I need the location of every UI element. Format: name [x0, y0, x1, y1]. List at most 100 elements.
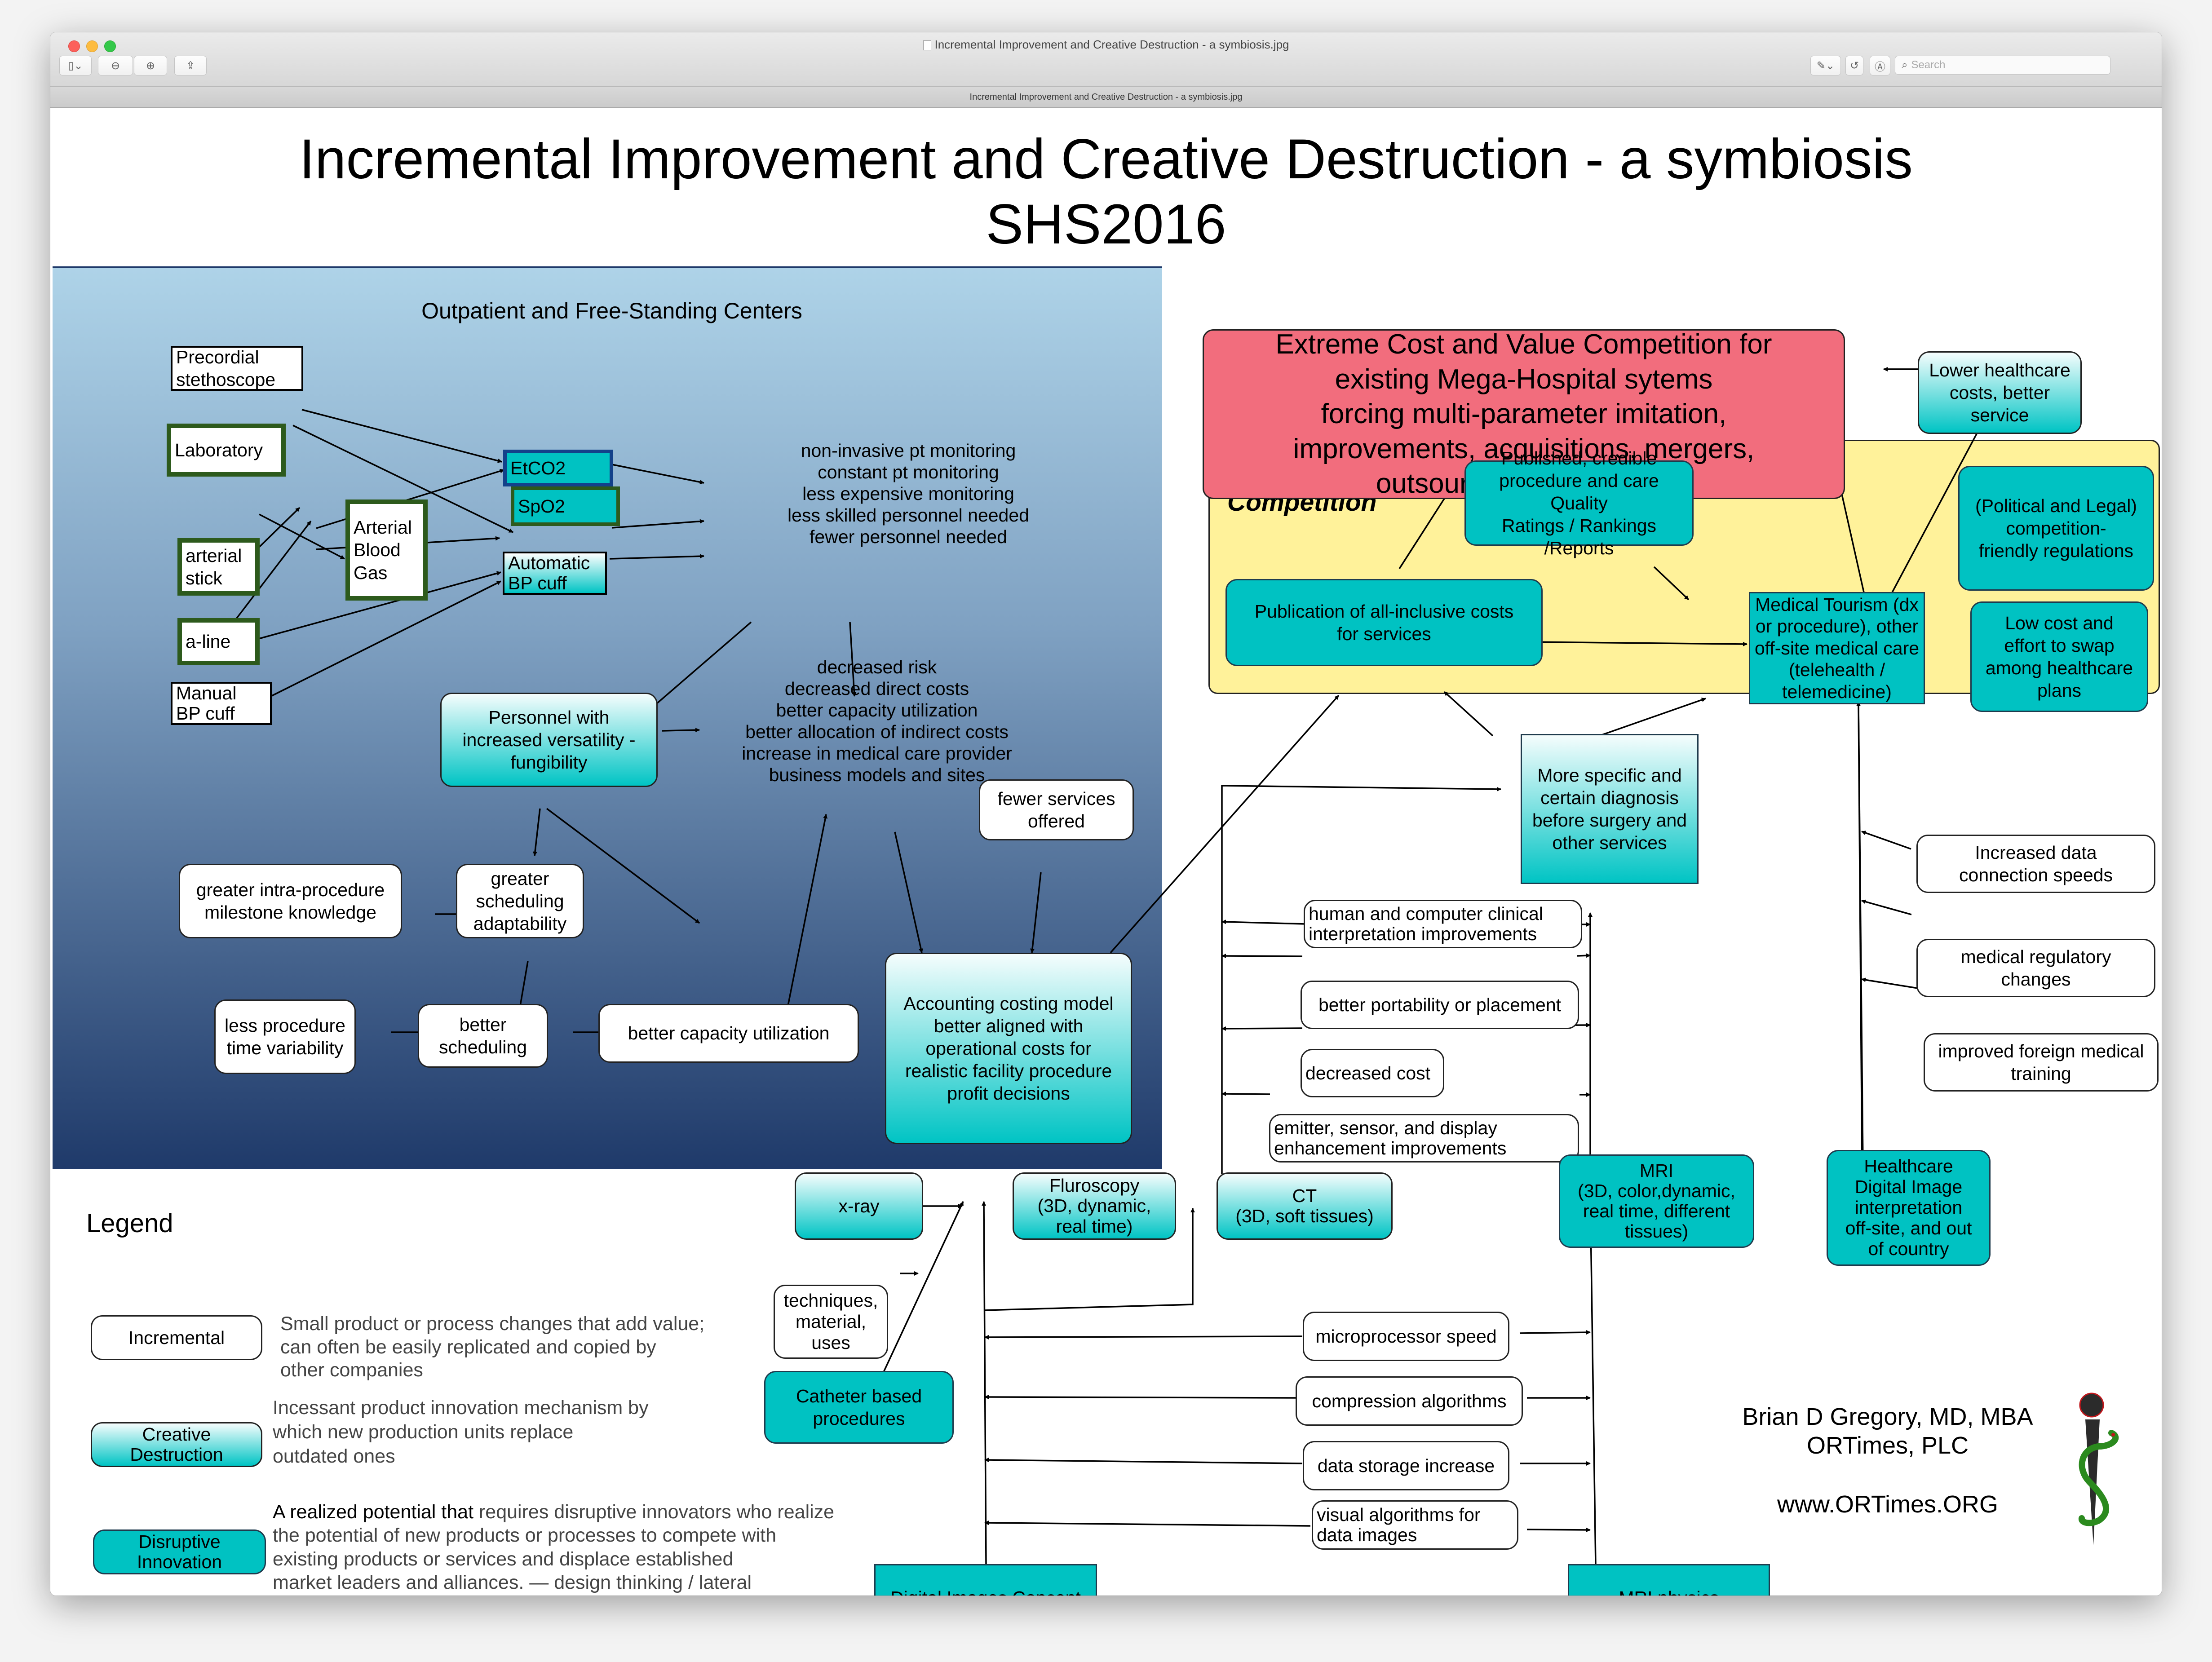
portability-node[interactable]: better portability or placement — [1301, 981, 1579, 1029]
window-title: Incremental Improvement and Creative Des… — [50, 38, 2162, 52]
capacity-utilization-node[interactable]: better capacity utilization — [598, 1004, 859, 1063]
author-company: ORTimes, PLC — [1806, 1432, 1969, 1459]
automatic-bp-cuff-node[interactable]: Automatic BP cuff — [503, 552, 607, 595]
edge-diagnosis-tourism — [1599, 698, 1706, 737]
manual-bp-cuff-node[interactable]: Manual BP cuff — [171, 682, 272, 725]
digital-interpretation-node[interactable]: Healthcare Digital Image interpretation … — [1827, 1150, 1991, 1266]
zoom-button[interactable] — [104, 40, 116, 52]
diagram-canvas: Incremental Improvement and Creative Des… — [50, 108, 2162, 1596]
edge-dataspeed-axis — [1861, 831, 1911, 850]
milestone-knowledge-node[interactable]: greater intra-procedure milestone knowle… — [179, 864, 402, 938]
share-button[interactable]: ⇪ — [174, 56, 207, 75]
swap-plans-node[interactable]: Low cost and effort to swap among health… — [1970, 601, 2148, 712]
digital-images-concept-node[interactable]: Digital Images Concept — [874, 1564, 1097, 1596]
legend-incremental: Incremental — [91, 1315, 262, 1360]
personnel-versatility-node[interactable]: Personnel with increased versatility - f… — [440, 693, 658, 787]
microprocessor-speed-node[interactable]: microprocessor speed — [1303, 1312, 1509, 1361]
decreased-cost-node[interactable]: decreased cost — [1301, 1049, 1444, 1097]
data-speed-node[interactable]: Increased data connection speeds — [1916, 835, 2155, 893]
techniques-node[interactable]: techniques, material, uses — [774, 1285, 888, 1359]
edge-storage-left — [984, 1458, 1303, 1464]
better-scheduling-node[interactable]: better scheduling — [418, 1004, 548, 1068]
interpretation-improvements-node[interactable]: human and computer clinical interpretati… — [1304, 900, 1582, 948]
rod-of-asclepius-icon — [2079, 1392, 2119, 1545]
arterial-stick-node[interactable]: arterial stick — [177, 538, 260, 596]
preview-window: Incremental Improvement and Creative Des… — [50, 32, 2162, 1596]
accounting-model-node[interactable]: Accounting costing model better aligned … — [885, 953, 1132, 1144]
search-field[interactable]: ⌕Search — [1895, 56, 2110, 75]
foreign-training-node[interactable]: improved foreign medical training — [1924, 1033, 2159, 1092]
cost-benefits-text: decreased risk decreased direct costs be… — [742, 657, 1012, 785]
ct-node[interactable]: CT (3D, soft tissues) — [1217, 1172, 1393, 1240]
publication-costs-node[interactable]: Publication of all-inclusive costs for s… — [1225, 579, 1543, 666]
author-url[interactable]: www.ORTimes.ORG — [1777, 1491, 1999, 1518]
edge-physics-mri — [1588, 1193, 1597, 1566]
search-placeholder: Search — [1911, 59, 1946, 71]
legend-incremental-desc: Small product or process changes that ad… — [280, 1313, 705, 1381]
zoom-in-icon: ⊕ — [146, 59, 155, 72]
annotate-button[interactable]: Ⓐ — [1870, 56, 1890, 75]
document-tab-bar: Incremental Improvement and Creative Des… — [50, 87, 2162, 108]
zoom-out-icon: ⊖ — [111, 59, 120, 72]
legend-creative-destruction: Creative Destruction — [91, 1422, 262, 1467]
edge-compression-left — [984, 1395, 1296, 1400]
medical-tourism-node[interactable]: Medical Tourism (dx or procedure), other… — [1749, 592, 1925, 704]
legend-creative-desc: Incessant product innovation mechanism b… — [273, 1397, 649, 1467]
visual-algorithms-node[interactable]: visual algorithms for data images — [1312, 1500, 1518, 1550]
legend-disruptive-desc: A realized potential that requires disru… — [273, 1500, 834, 1596]
edge-portability-right — [1577, 953, 1591, 958]
catheter-procedures-node[interactable]: Catheter based procedures — [764, 1371, 954, 1444]
sidebar-toggle-button[interactable]: ▯⌄ — [59, 56, 92, 75]
close-button[interactable] — [68, 40, 80, 52]
lower-costs-node[interactable]: Lower healthcare costs, better service — [1918, 351, 2082, 434]
rotate-icon: ↺ — [1849, 59, 1859, 72]
regulatory-changes-node[interactable]: medical regulatory changes — [1916, 939, 2155, 997]
document-tab-title: Incremental Improvement and Creative Des… — [969, 92, 1243, 102]
legend-disruptive-lead: A realized potential that — [273, 1501, 474, 1523]
mri-physics-node[interactable]: MRI physics — [1568, 1564, 1770, 1596]
laboratory-node[interactable]: Laboratory — [167, 424, 286, 477]
author-name: Brian D Gregory, MD, MBA — [1742, 1403, 2033, 1430]
title-bar: Incremental Improvement and Creative Des… — [50, 32, 2162, 87]
political-regulations-node[interactable]: (Political and Legal) competition- frien… — [1958, 466, 2154, 591]
arterial-blood-gas-node[interactable]: Arterial Blood Gas — [345, 499, 428, 601]
legend-disruptive-innovation: Disruptive Innovation — [93, 1529, 266, 1574]
markup-pen-icon: Ⓐ — [1875, 61, 1885, 73]
fluoroscopy-node[interactable]: Fluroscopy (3D, dynamic, real time) — [1013, 1172, 1176, 1240]
a-line-node[interactable]: a-line — [177, 618, 260, 665]
window-controls — [68, 40, 116, 52]
zoom-out-button[interactable]: ⊖ — [98, 56, 133, 75]
emitter-sensor-node[interactable]: emitter, sensor, and display enhancement… — [1269, 1114, 1579, 1163]
diagnosis-node[interactable]: More specific and certain diagnosis befo… — [1521, 734, 1699, 884]
less-time-variability-node[interactable]: less procedure time variability — [214, 999, 356, 1074]
zoom-in-button[interactable]: ⊕ — [134, 56, 167, 75]
highlighter-icon: ✎⌄ — [1816, 59, 1835, 72]
compression-algorithms-node[interactable]: compression algorithms — [1296, 1376, 1523, 1426]
diagram-subtitle: SHS2016 — [986, 193, 1226, 256]
edge-foreign-axis — [1861, 977, 1918, 989]
xray-node[interactable]: x-ray — [795, 1172, 923, 1240]
precordial-stethoscope-node[interactable]: Precordial stethoscope — [171, 346, 303, 391]
fewer-services-node[interactable]: fewer services offered — [979, 779, 1134, 840]
markup-toolbar-button[interactable]: ✎⌄ — [1810, 56, 1841, 75]
sidebar-toggle-icon: ▯⌄ — [68, 59, 83, 72]
etco2-node[interactable]: EtCO2 — [503, 450, 613, 486]
edge-micro-left — [984, 1335, 1303, 1339]
published-ratings-node[interactable]: Published, credible procedure and care Q… — [1464, 448, 1694, 558]
minimize-button[interactable] — [86, 40, 98, 52]
diagram-title: Incremental Improvement and Creative Des… — [299, 128, 1913, 190]
window-title-text: Incremental Improvement and Creative Des… — [934, 38, 1289, 51]
search-icon: ⌕ — [1902, 59, 1908, 71]
mri-node[interactable]: MRI (3D, color,dynamic, real time, diffe… — [1559, 1154, 1754, 1248]
edge-regulatory-axis — [1861, 899, 1912, 915]
scheduling-adaptability-node[interactable]: greater scheduling adaptability — [456, 864, 584, 938]
data-storage-node[interactable]: data storage increase — [1303, 1441, 1509, 1490]
monitoring-benefits-text: non-invasive pt monitoring constant pt m… — [787, 440, 1029, 547]
rotate-button[interactable]: ↺ — [1845, 56, 1863, 75]
edge-visual-right — [1526, 1527, 1591, 1532]
edge-tourism-digitalinterp — [1858, 702, 1865, 1166]
edge-diagnosis-publication — [1443, 691, 1494, 737]
legend-disruptive-body: requires disruptive innovators who reali… — [273, 1501, 835, 1596]
edge-interp-left — [1221, 919, 1306, 925]
spo2-node[interactable]: SpO2 — [511, 486, 620, 526]
